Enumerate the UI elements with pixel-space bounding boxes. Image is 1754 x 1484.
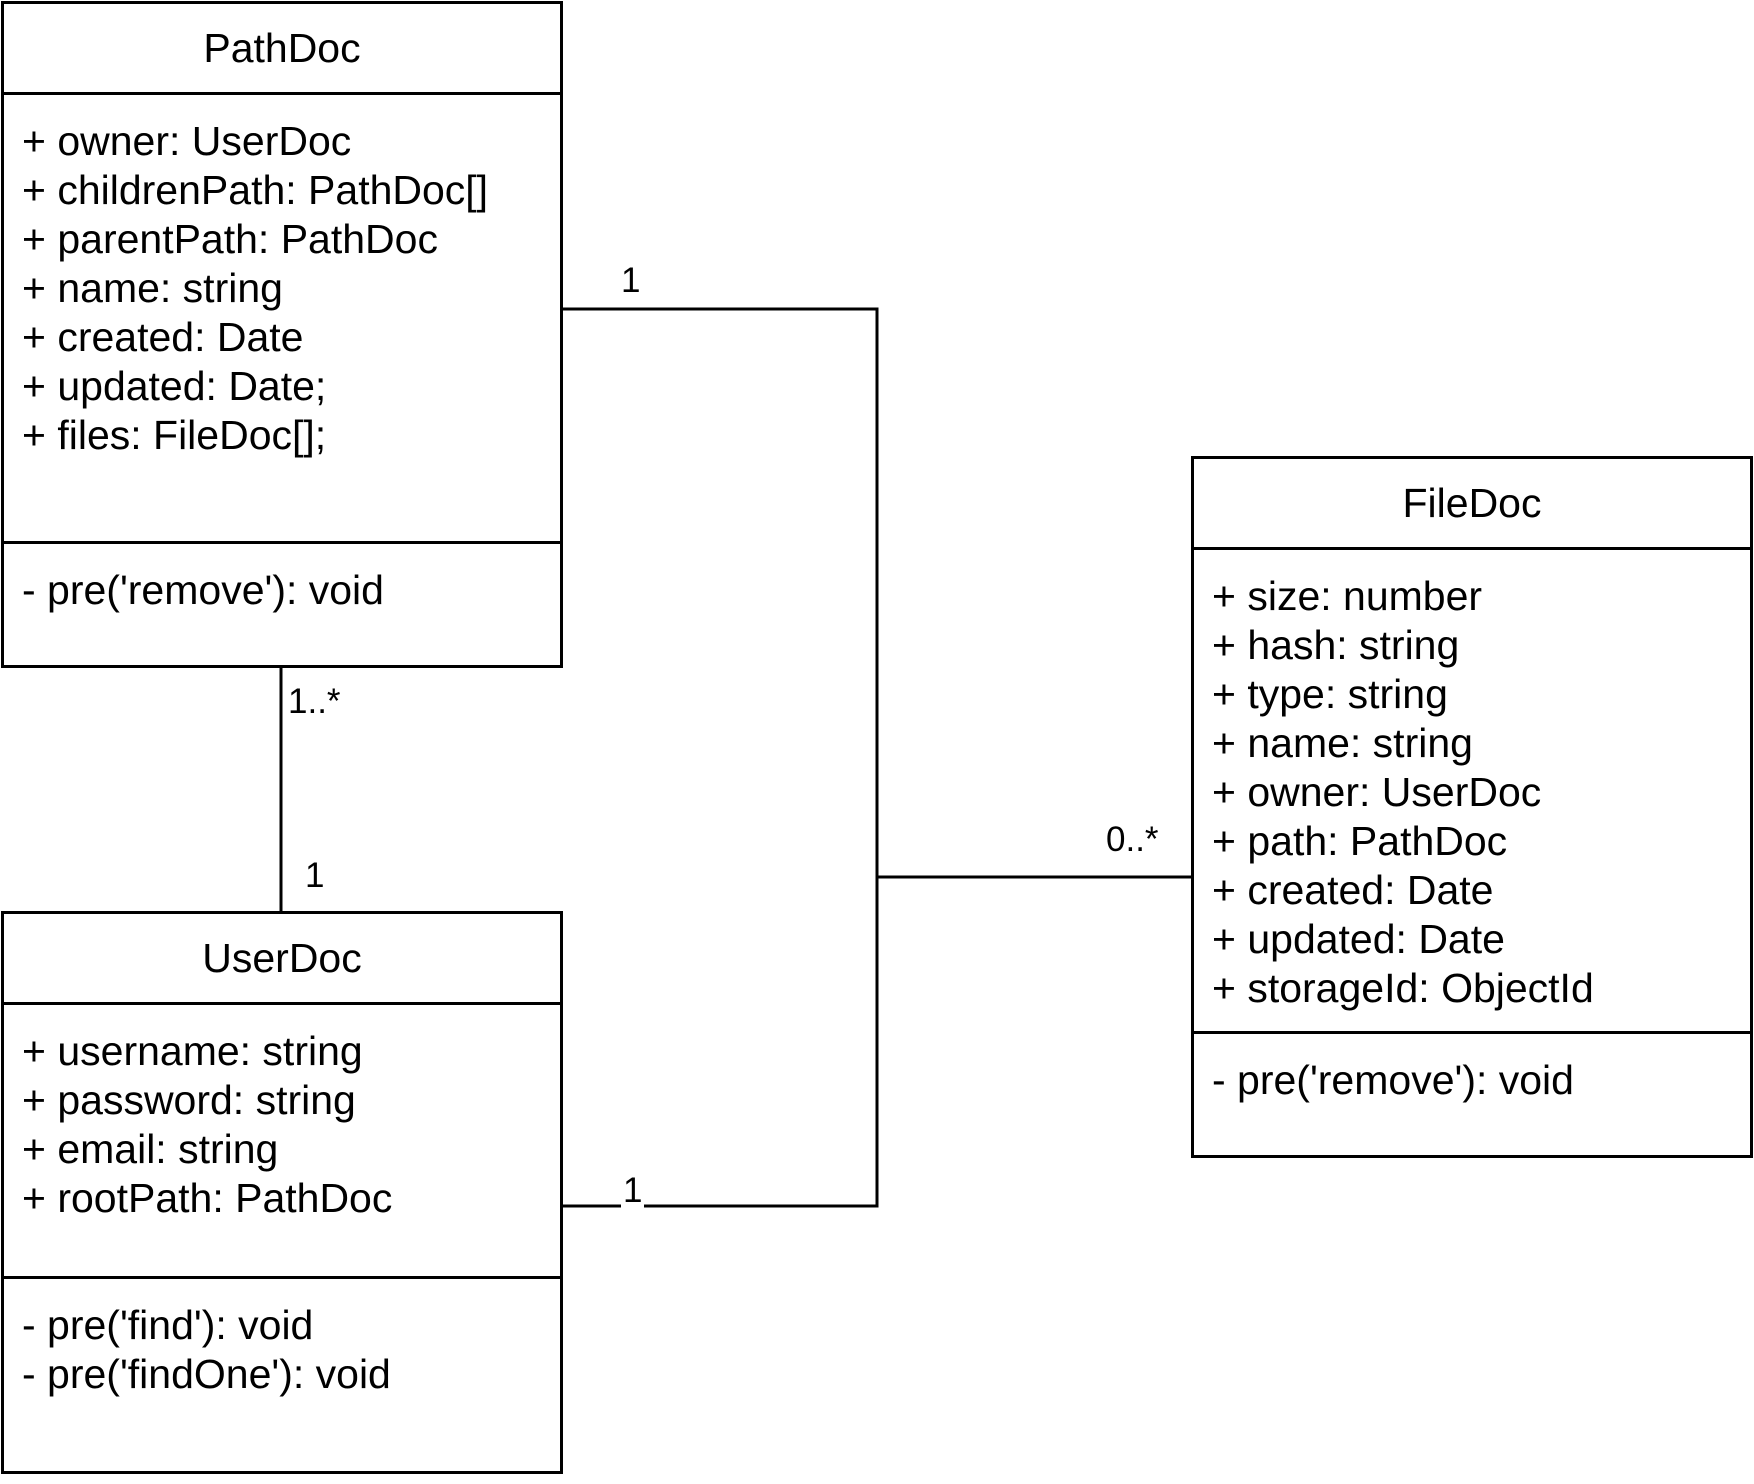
attribute: + parentPath: PathDoc (22, 216, 438, 262)
attribute: + created: Date (22, 314, 304, 360)
attribute: + size: number (1212, 573, 1483, 619)
attribute: + created: Date (1212, 867, 1494, 913)
attribute: + childrenPath: PathDoc[] (22, 167, 489, 213)
multiplicity-userdoc-pathdoc: 1 (305, 856, 325, 895)
class-filedoc-attributes: + size: number + hash: string + type: st… (1194, 550, 1750, 1034)
association-userdoc-filedoc (561, 877, 879, 1208)
multiplicity-pathdoc-userdoc: 1..* (288, 682, 341, 721)
multiplicity-filedoc-end: 0..* (1106, 820, 1159, 859)
multiplicity-pathdoc-filedoc: 1 (621, 261, 641, 300)
attribute: + owner: UserDoc (1212, 769, 1542, 815)
attribute: + owner: UserDoc (22, 118, 352, 164)
operation: - pre('findOne'): void (22, 1351, 391, 1397)
attribute: + hash: string (1212, 622, 1460, 668)
class-pathdoc-operations: - pre('remove'): void (4, 544, 560, 615)
class-pathdoc-attributes: + owner: UserDoc + childrenPath: PathDoc… (4, 95, 560, 544)
attribute: + path: PathDoc (1212, 818, 1508, 864)
attribute: + rootPath: PathDoc (22, 1175, 393, 1221)
operation: - pre('remove'): void (1212, 1057, 1574, 1103)
operation: - pre('find'): void (22, 1302, 314, 1348)
class-filedoc-operations: - pre('remove'): void (1194, 1034, 1750, 1105)
class-pathdoc[interactable]: PathDoc + owner: UserDoc + childrenPath:… (1, 1, 563, 668)
attribute: + username: string (22, 1028, 363, 1074)
attribute: + type: string (1212, 671, 1448, 717)
attribute: + storageId: ObjectId (1212, 965, 1594, 1011)
attribute: + email: string (22, 1126, 279, 1172)
class-userdoc-name: UserDoc (4, 914, 560, 1005)
association-pathdoc-filedoc (561, 307, 879, 877)
attribute: + files: FileDoc[]; (22, 412, 327, 458)
operation: - pre('remove'): void (22, 567, 384, 613)
class-userdoc-attributes: + username: string + password: string + … (4, 1005, 560, 1279)
class-userdoc[interactable]: UserDoc + username: string + password: s… (1, 911, 563, 1474)
class-filedoc[interactable]: FileDoc + size: number + hash: string + … (1191, 456, 1753, 1158)
attribute: + updated: Date; (22, 363, 327, 409)
class-userdoc-operations: - pre('find'): void - pre('findOne'): vo… (4, 1279, 560, 1399)
class-pathdoc-name: PathDoc (4, 4, 560, 95)
class-filedoc-name: FileDoc (1194, 459, 1750, 550)
attribute: + name: string (22, 265, 283, 311)
attribute: + updated: Date (1212, 916, 1505, 962)
attribute: + name: string (1212, 720, 1473, 766)
attribute: + password: string (22, 1077, 356, 1123)
multiplicity-userdoc-filedoc: 1 (621, 1171, 645, 1210)
